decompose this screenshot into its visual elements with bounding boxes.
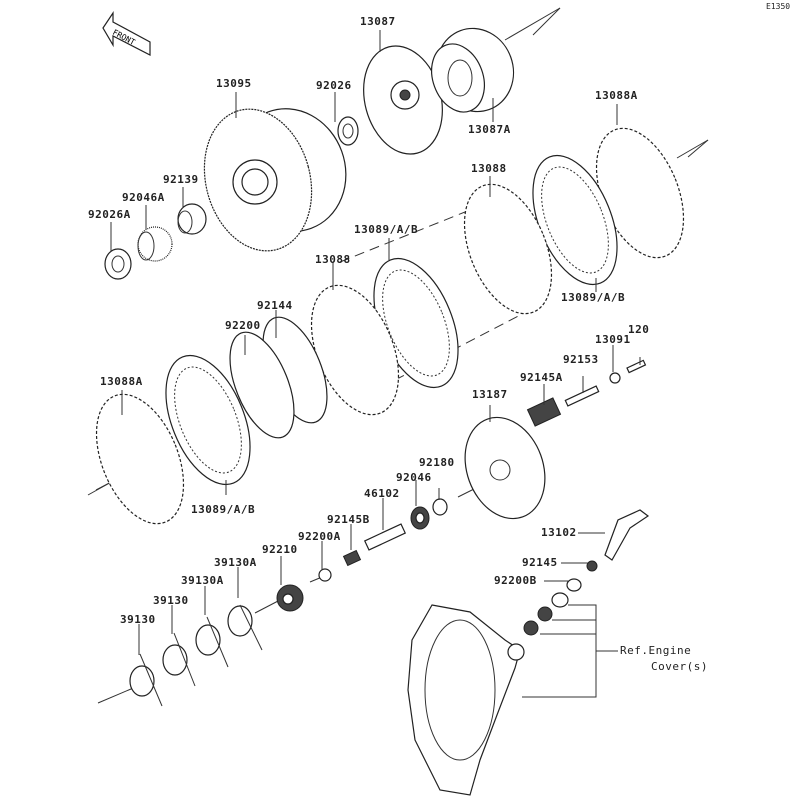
- part-92153-bolt[interactable]: [564, 385, 600, 407]
- label-13187[interactable]: 13187: [472, 388, 508, 401]
- diagram-code: E1350: [766, 2, 791, 11]
- label-92145A[interactable]: 92145A: [520, 371, 563, 384]
- reference-note-line2: Cover(s): [651, 660, 708, 673]
- part-13095-clutch-housing[interactable]: [189, 93, 363, 263]
- part-92026-washer[interactable]: [337, 116, 359, 146]
- leader-lines: [110, 30, 641, 655]
- label-39130A-1[interactable]: 39130A: [214, 556, 257, 569]
- label-13088-upper[interactable]: 13088: [471, 162, 507, 175]
- part-92046A-needle-bearing[interactable]: [137, 226, 173, 262]
- label-92139[interactable]: 92139: [163, 173, 199, 186]
- part-13087-pressure-plate[interactable]: [352, 37, 454, 163]
- part-ref-bearing-2[interactable]: [523, 620, 539, 636]
- label-13089-mid[interactable]: 13089/A/B: [354, 223, 419, 236]
- part-13088-friction-plate-upper[interactable]: [447, 172, 568, 327]
- label-92145B[interactable]: 92145B: [327, 513, 370, 526]
- label-92153[interactable]: 92153: [563, 353, 599, 366]
- part-46102-push-rod[interactable]: [363, 523, 407, 551]
- reference-bracket: [522, 604, 618, 698]
- part-92046-bearing[interactable]: [410, 506, 430, 530]
- label-13091[interactable]: 13091: [595, 333, 631, 346]
- label-92046[interactable]: 92046: [396, 471, 432, 484]
- part-13089-steel-plate-lower[interactable]: [149, 343, 267, 496]
- reference-note-line1: Ref.Engine: [620, 644, 692, 657]
- label-13089-lower[interactable]: 13089/A/B: [191, 503, 256, 516]
- part-39130-plate-2[interactable]: [129, 653, 163, 707]
- part-120-screw[interactable]: [626, 359, 647, 374]
- label-92046A[interactable]: 92046A: [122, 191, 165, 204]
- part-92180-washer[interactable]: [432, 498, 448, 516]
- part-39130-plate-1[interactable]: [162, 632, 196, 687]
- label-46102[interactable]: 46102: [364, 487, 400, 500]
- front-arrow-icon: FRONT: [102, 11, 151, 56]
- part-92026A-washer[interactable]: [104, 248, 132, 280]
- part-92145B-spring[interactable]: [342, 549, 362, 567]
- label-92026[interactable]: 92026: [316, 79, 352, 92]
- label-39130A-2[interactable]: 39130A: [181, 574, 224, 587]
- part-13091-washer[interactable]: [609, 372, 621, 384]
- label-92200B[interactable]: 92200B: [494, 574, 537, 587]
- engine-cover[interactable]: [407, 604, 525, 796]
- label-13089-upper[interactable]: 13089/A/B: [561, 291, 626, 304]
- part-13087A-clutch-hub[interactable]: [423, 18, 526, 123]
- label-39130-1[interactable]: 39130: [153, 594, 189, 607]
- label-92026A[interactable]: 92026A: [88, 208, 131, 221]
- part-13102-release-lever[interactable]: [604, 509, 650, 561]
- part-ref-bearing-1[interactable]: [537, 606, 553, 622]
- label-92145[interactable]: 92145: [522, 556, 558, 569]
- part-92200-seat[interactable]: [217, 323, 307, 446]
- label-13087A[interactable]: 13087A: [468, 123, 511, 136]
- label-92144[interactable]: 92144: [257, 299, 293, 312]
- label-92200[interactable]: 92200: [225, 319, 261, 332]
- part-13088-friction-plate-mid[interactable]: [294, 273, 415, 428]
- part-13088A-friction-plate-bottom[interactable]: [79, 382, 200, 537]
- part-92200A-washer[interactable]: [318, 568, 332, 582]
- part-39130A-plate-1[interactable]: [227, 604, 263, 651]
- label-13095[interactable]: 13095: [216, 77, 252, 90]
- part-92145A-spring[interactable]: [526, 397, 562, 427]
- part-92210-bearing[interactable]: [276, 584, 304, 612]
- label-13088-mid[interactable]: 13088: [315, 253, 351, 266]
- part-13088A-friction-plate-top[interactable]: [579, 116, 700, 271]
- part-ref-seal[interactable]: [551, 592, 569, 608]
- label-39130-2[interactable]: 39130: [120, 613, 156, 626]
- label-13088A-top[interactable]: 13088A: [595, 89, 638, 102]
- part-13187-lifter-plate[interactable]: [452, 406, 559, 530]
- label-92210[interactable]: 92210: [262, 543, 298, 556]
- part-92139-collar[interactable]: [177, 203, 207, 235]
- part-92200B-washer[interactable]: [566, 578, 582, 592]
- part-92145-spring[interactable]: [586, 560, 598, 572]
- label-92200A[interactable]: 92200A: [298, 530, 341, 543]
- label-13087[interactable]: 13087: [360, 15, 396, 28]
- label-13088A-bottom[interactable]: 13088A: [100, 375, 143, 388]
- label-13102[interactable]: 13102: [541, 526, 577, 539]
- label-120[interactable]: 120: [628, 323, 650, 336]
- label-92180[interactable]: 92180: [419, 456, 455, 469]
- part-39130A-plate-2[interactable]: [195, 616, 229, 668]
